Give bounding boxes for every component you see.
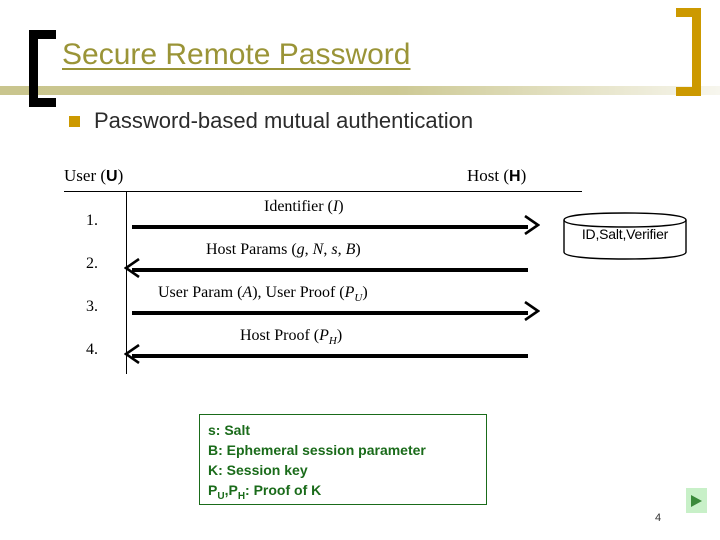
database-cylinder: ID,Salt,Verifier (561, 211, 689, 261)
diagram-top-rule (64, 191, 582, 192)
database-label: ID,Salt,Verifier (581, 226, 669, 242)
message-label: Identifier (I) (264, 198, 344, 215)
message-arrow-line (132, 311, 528, 315)
header-accent-bar (0, 86, 720, 95)
square-bullet-icon (69, 115, 80, 127)
message-arrow-line (132, 354, 528, 358)
message-arrow-line (132, 225, 528, 229)
arrow-head-left-icon (124, 344, 140, 364)
legend-line-salt: s: Salt (208, 422, 251, 438)
next-slide-button[interactable] (686, 488, 707, 513)
party-label-host: Host (H) (467, 166, 527, 185)
page-number: 4 (655, 512, 662, 524)
party-host-name: Host (467, 166, 500, 185)
protocol-sequence-diagram: User (U) Host (H) 1. Identifier (I) 2. H… (58, 166, 618, 376)
user-lifeline (126, 191, 127, 374)
party-label-user: User (U) (64, 166, 124, 185)
right-bracket-decoration (676, 8, 701, 96)
legend-line-k: K: Session key (208, 462, 308, 478)
party-host-symbol: H (509, 168, 521, 185)
party-user-symbol: U (106, 168, 118, 185)
page-title: Secure Remote Password (62, 38, 411, 71)
arrow-head-right-icon (524, 301, 540, 321)
message-number: 4. (86, 341, 98, 358)
left-bracket-decoration (29, 30, 56, 107)
protocol-message-2: 2. Host Params (g, N, s, B) (58, 241, 618, 283)
message-label: Host Proof (PH) (240, 327, 343, 348)
arrow-head-left-icon (124, 258, 140, 278)
legend-line-b: B: Ephemeral session parameter (208, 442, 426, 458)
protocol-message-1: 1. Identifier (I) (58, 198, 618, 240)
bullet-list-item: Password-based mutual authentication (69, 108, 473, 134)
play-triangle-icon (691, 494, 702, 507)
message-number: 1. (86, 212, 98, 229)
party-user-name: User (64, 166, 97, 185)
message-label: Host Params (g, N, s, B) (206, 241, 361, 258)
bullet-item-label: Password-based mutual authentication (94, 108, 474, 133)
arrow-head-right-icon (524, 215, 540, 235)
message-number: 2. (86, 255, 98, 272)
message-arrow-line (132, 268, 528, 272)
legend-line-proofs: PU,PH: Proof of K (208, 482, 322, 502)
protocol-message-4: 4. Host Proof (PH) (58, 327, 618, 369)
protocol-message-3: 3. User Param (A), User Proof (PU) (58, 284, 618, 326)
legend-box: s: Salt B: Ephemeral session parameter K… (199, 414, 487, 505)
message-number: 3. (86, 298, 98, 315)
message-label: User Param (A), User Proof (PU) (158, 284, 368, 305)
